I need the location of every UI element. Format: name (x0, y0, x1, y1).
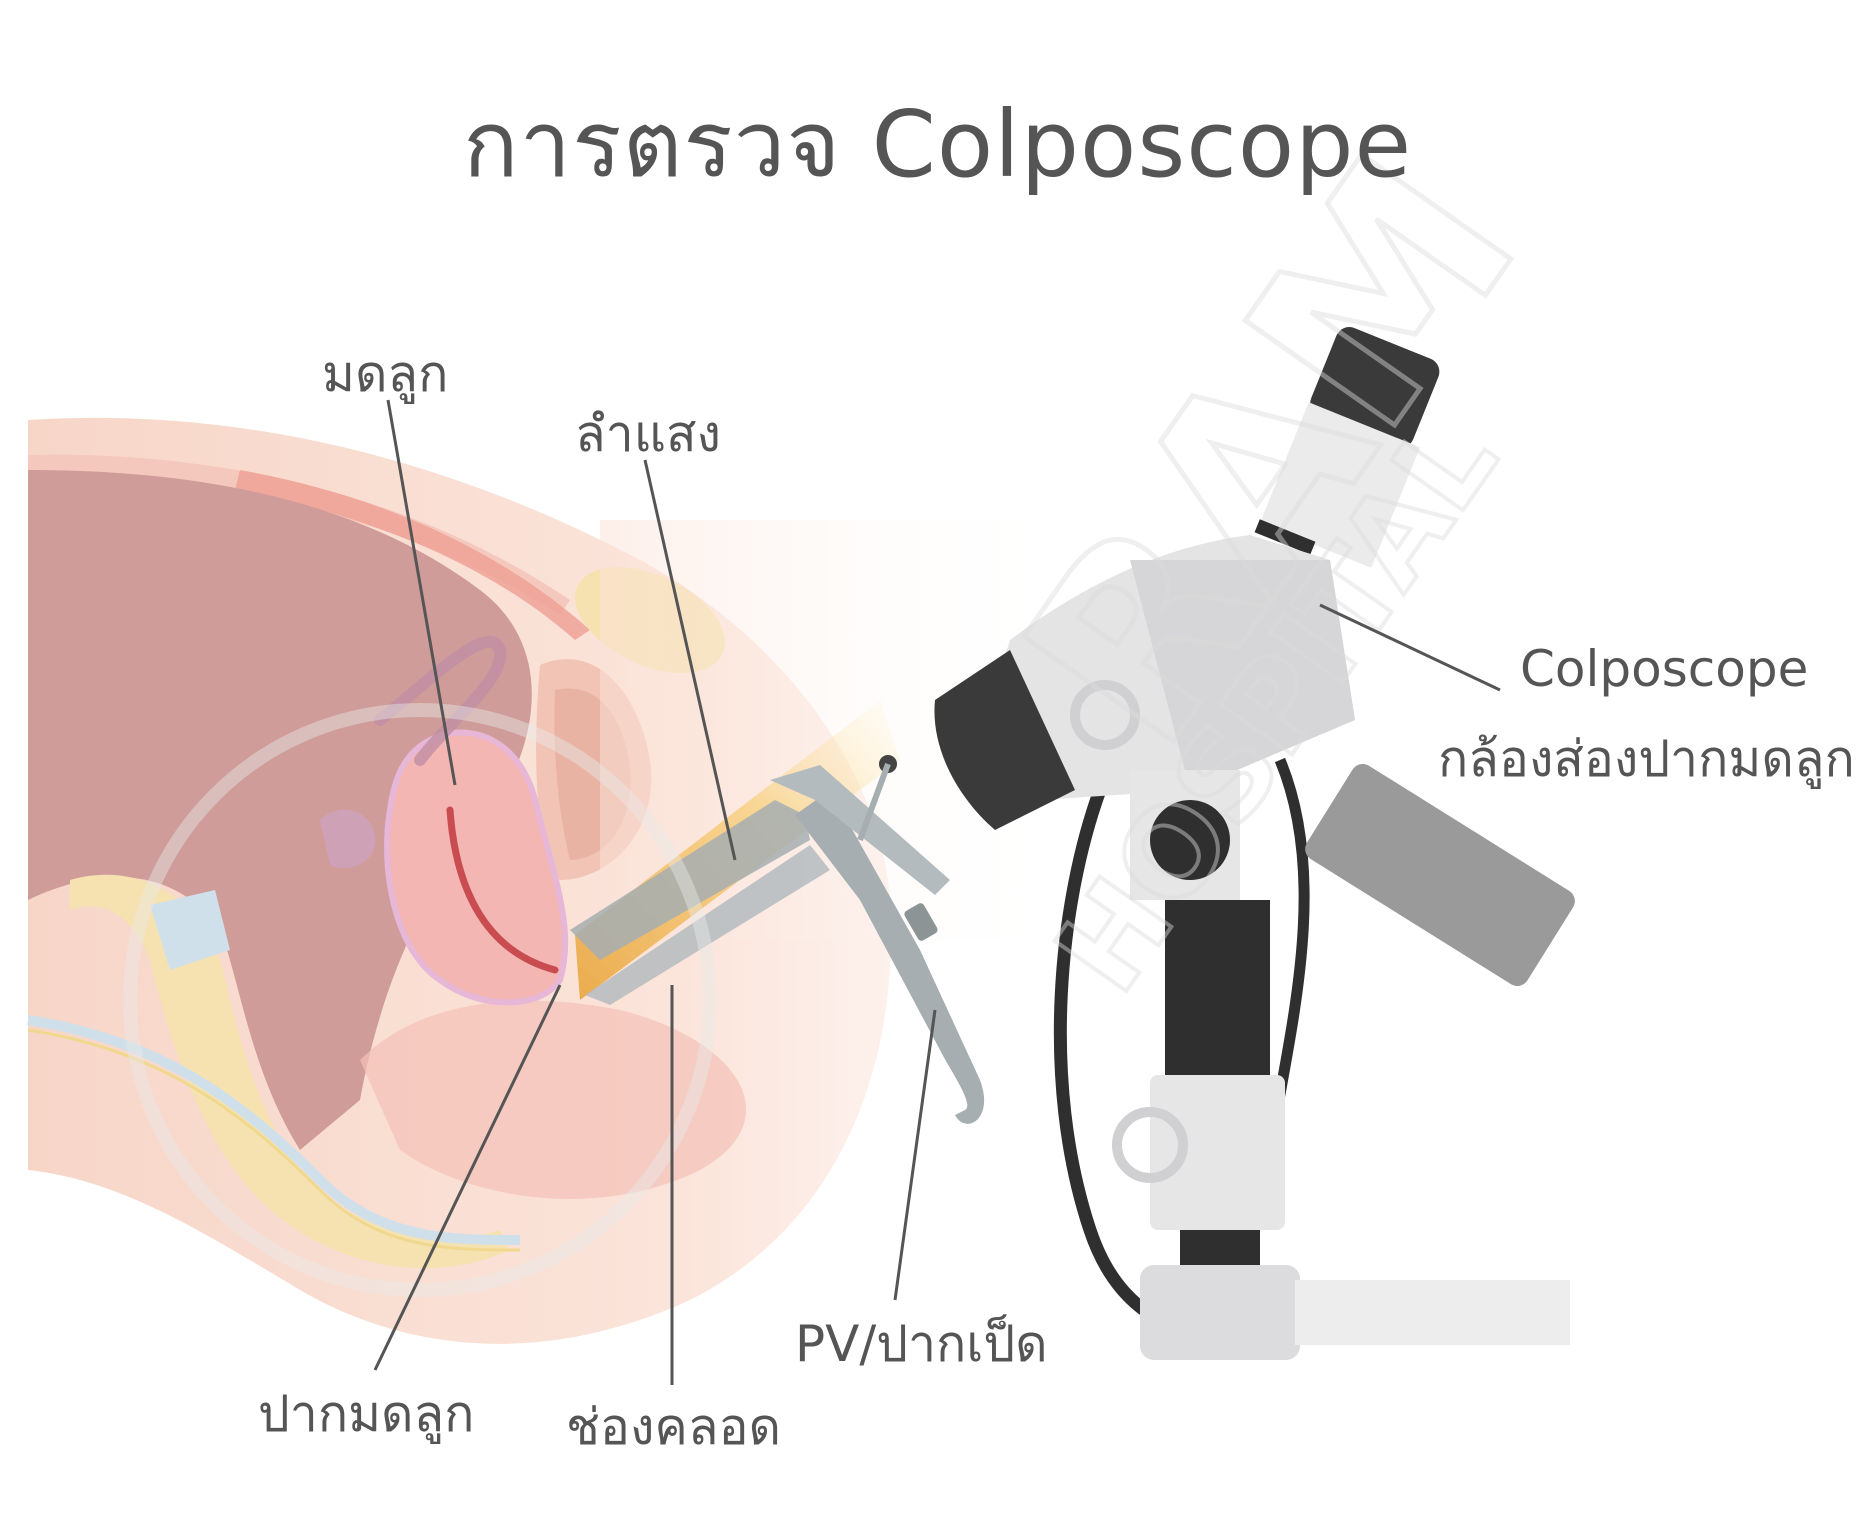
coccyx-segment (150, 890, 230, 970)
label-colposcope-th: กล้องส่องปากมดลูก (1438, 730, 1855, 788)
leader-lines (373, 399, 1501, 1385)
label-light-beam: ลำแสง (575, 405, 721, 463)
leader-uterus (386, 399, 457, 786)
watermark-ring (123, 703, 717, 1297)
speculum-blade-upper (570, 800, 810, 960)
bowel-organ (28, 470, 532, 1150)
leader-speculum (893, 1009, 937, 1301)
stand-base-rail (1295, 1280, 1570, 1345)
speculum-thumb-screw (904, 903, 938, 941)
colposcope-device (934, 327, 1575, 1360)
label-speculum: PV/ปากเป็ด (795, 1315, 1048, 1373)
label-uterus: มดลูก (322, 345, 449, 403)
objective-lens (934, 650, 1075, 830)
label-cervix: ปากมดลูก (258, 1385, 475, 1443)
page-title: การตรวจ Colposcope (462, 91, 1413, 198)
label-colposcope-en: Colposcope (1520, 640, 1809, 698)
focus-knob (1070, 680, 1140, 750)
uterine-cavity (446, 806, 559, 974)
stand-base (1140, 1265, 1300, 1360)
ovary (320, 809, 376, 869)
eyepiece-connector (1254, 519, 1316, 555)
eyepiece-tube (1260, 402, 1420, 568)
spinal-nerve (27, 1015, 521, 1245)
leader-light-beam (643, 459, 737, 861)
speculum-blade-lower (585, 845, 830, 1005)
scope-head-face (1130, 560, 1355, 790)
lower-organ (360, 1000, 747, 1199)
speculum-instrument (570, 755, 985, 1124)
leader-cervix (373, 984, 562, 1371)
fallopian-tube (374, 636, 507, 766)
uterus-shape (384, 729, 569, 1006)
label-vagina: ช่องคลอด (566, 1398, 781, 1456)
muscle-band (235, 470, 590, 640)
stand-collar (1150, 1075, 1285, 1230)
sacrum-bone (70, 874, 510, 1269)
stand-lower-column (1180, 1230, 1260, 1270)
height-knob (1112, 1107, 1188, 1183)
side-handle (1305, 764, 1575, 986)
spinal-nerve-inner (27, 1028, 521, 1252)
stand-column (1165, 900, 1270, 1080)
leader-colposcope (1319, 603, 1501, 692)
speculum-screw-rod (857, 762, 891, 842)
speculum-handle (795, 790, 985, 1124)
pelvis-cross-section (27, 417, 1080, 1344)
speculum-lever (770, 765, 950, 895)
pivot-joint (1150, 800, 1230, 880)
